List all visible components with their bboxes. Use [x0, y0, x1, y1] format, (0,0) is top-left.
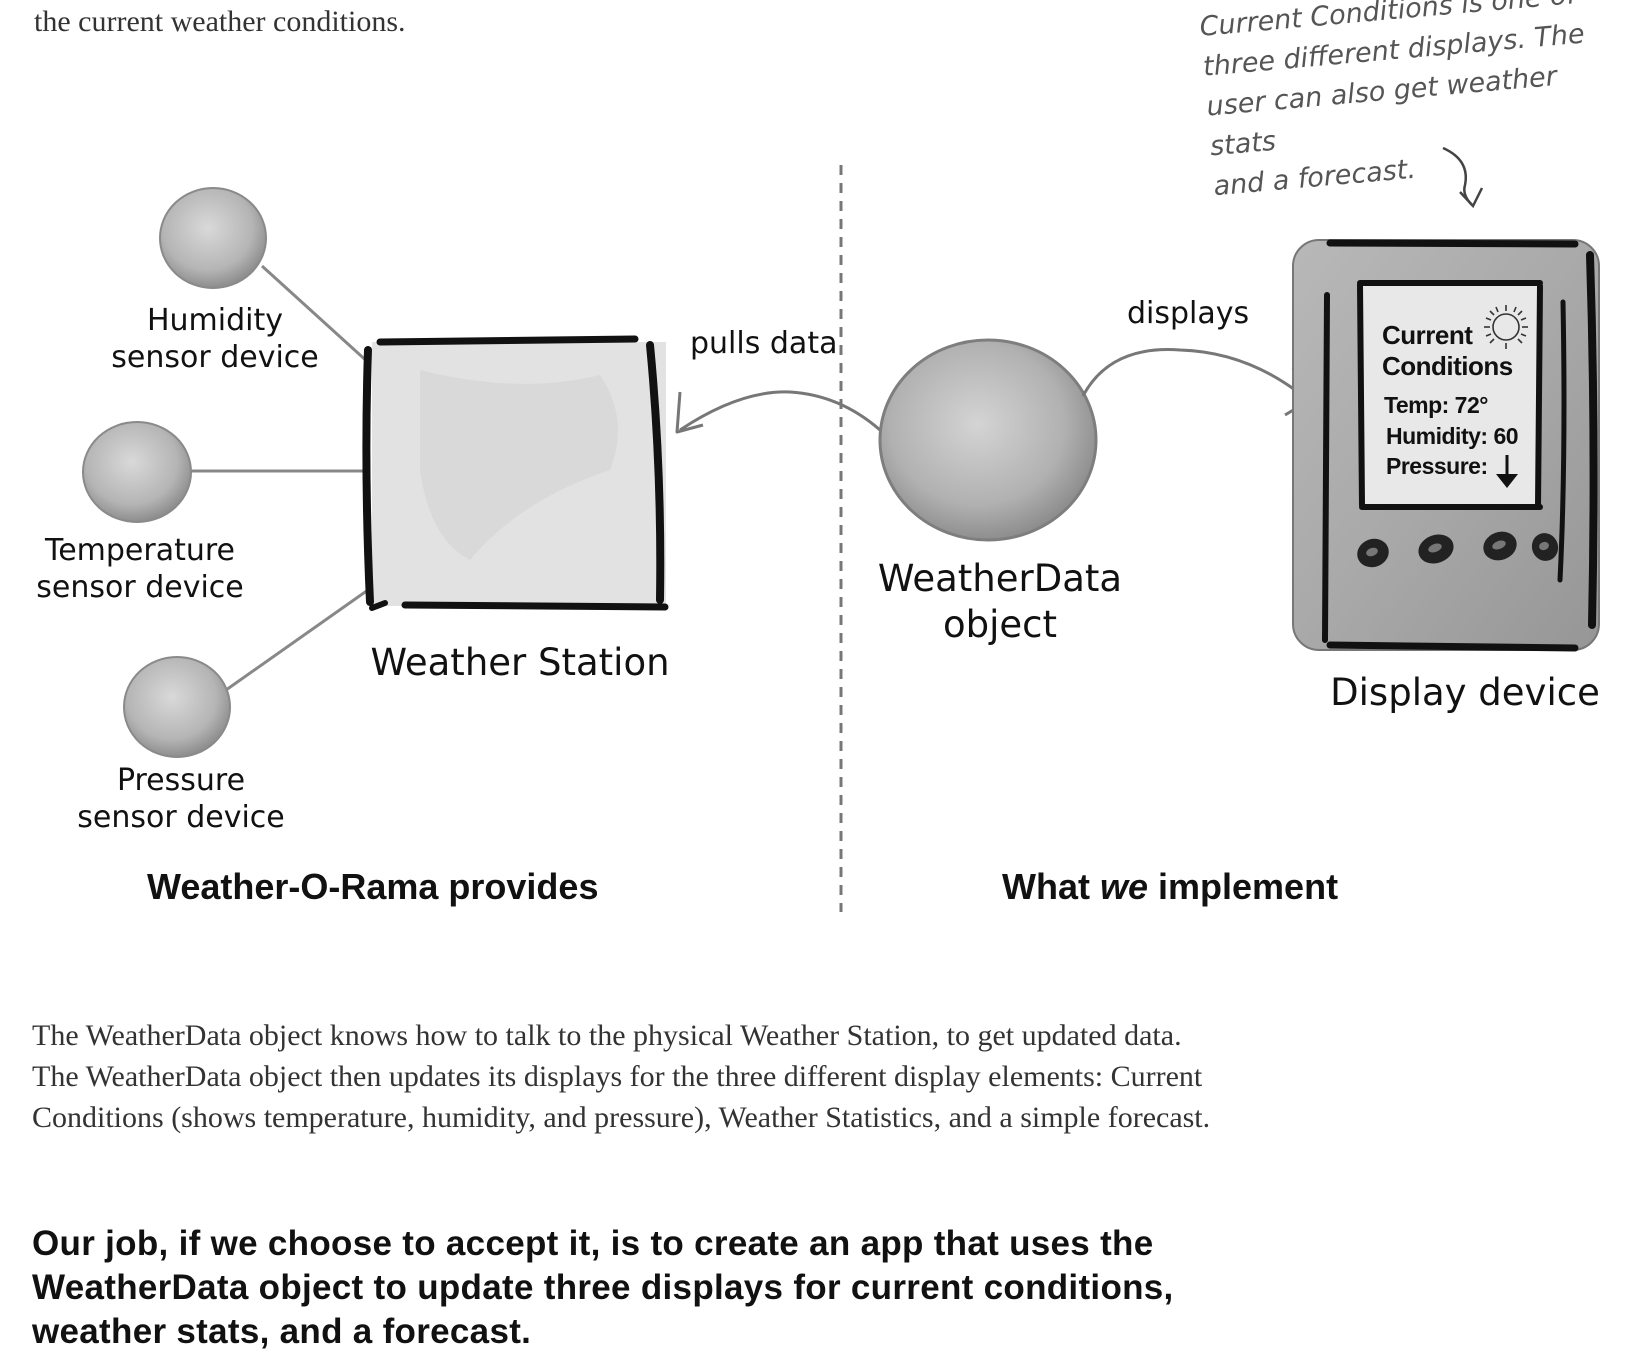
temperature-sensor-label: Temperature sensor device [36, 533, 244, 605]
weather-station-label: Weather Station [370, 641, 670, 684]
weatherdata-sphere [878, 338, 1098, 542]
sun-icon [1484, 305, 1528, 349]
humidity-sensor-label: Humidity sensor device [111, 303, 319, 375]
intro-text: the current weather conditions. [34, 5, 406, 38]
displays-arrow [1081, 348, 1309, 402]
weather-station-box [362, 335, 669, 611]
pulls-data-arrow [679, 390, 881, 432]
right-section-heading: What we implement [1002, 866, 1339, 907]
pressure-connector [225, 588, 369, 692]
annotation-arrowhead [1459, 187, 1484, 209]
screen-temp: Temp: 72° [1384, 392, 1488, 418]
humidity-sensor-sphere [159, 187, 267, 289]
display-device-label: Display device [1330, 671, 1600, 714]
pressure-sensor-sphere [123, 656, 231, 758]
display-device [1292, 239, 1600, 652]
screen-humidity: Humidity: 60 [1386, 423, 1519, 449]
displays-label: displays [1127, 296, 1250, 331]
humidity-connector [260, 264, 372, 366]
pressure-down-arrow-icon [1496, 455, 1518, 488]
screen-title: Current Conditions [1382, 320, 1513, 381]
pressure-sensor-label: Pressure sensor device [77, 763, 285, 835]
pulls-data-label: pulls data [690, 326, 838, 361]
left-section-heading: Weather-O-Rama provides [147, 866, 599, 907]
weatherdata-label: WeatherData object [877, 557, 1123, 646]
temperature-sensor-sphere [82, 421, 192, 523]
annotation-note: Current Conditions is one of three diffe… [1198, 0, 1634, 207]
screen-pressure: Pressure: [1386, 453, 1488, 479]
job-statement: Our job, if we choose to accept it, is t… [32, 1224, 1174, 1351]
description-paragraph: The WeatherData object knows how to talk… [32, 1019, 1211, 1134]
pulls-data-arrowhead [675, 391, 704, 434]
